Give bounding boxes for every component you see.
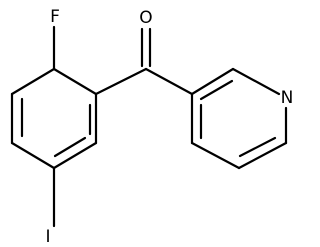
inner-bond-p4-p5: [238, 136, 277, 158]
iodine-label-bg: [42, 226, 54, 247]
fluorine-label-bg: [47, 7, 63, 27]
fluorine-label: F: [50, 7, 60, 27]
molecule-structure: F O N I: [10, 6, 295, 247]
bond-c4-c5: [10, 141, 56, 170]
bond-p5-p6: [190, 141, 241, 170]
inner-bond-p1-p2: [199, 79, 234, 101]
bond-c1-c2: [52, 67, 98, 96]
molecule-canvas: F O N I: [10, 6, 295, 247]
nitrogen-label-bg: [277, 86, 295, 108]
oxygen-label-bg: [138, 6, 156, 30]
inner-bond-c3-c4: [53, 136, 87, 158]
bond-p1-p2: [190, 67, 235, 96]
bond-p4-p5: [237, 141, 288, 170]
bond-p2-nitrogen: [231, 67, 281, 96]
bond-c6-c1: [10, 67, 56, 96]
nitrogen-label: N: [281, 88, 294, 108]
bond-ring-to-carbonyl: [94, 67, 148, 96]
bond-carbonyl-to-pyridine: [144, 67, 194, 96]
oxygen-label: O: [139, 8, 152, 28]
bond-c3-c4: [52, 141, 98, 170]
iodine-label: I: [45, 227, 50, 247]
